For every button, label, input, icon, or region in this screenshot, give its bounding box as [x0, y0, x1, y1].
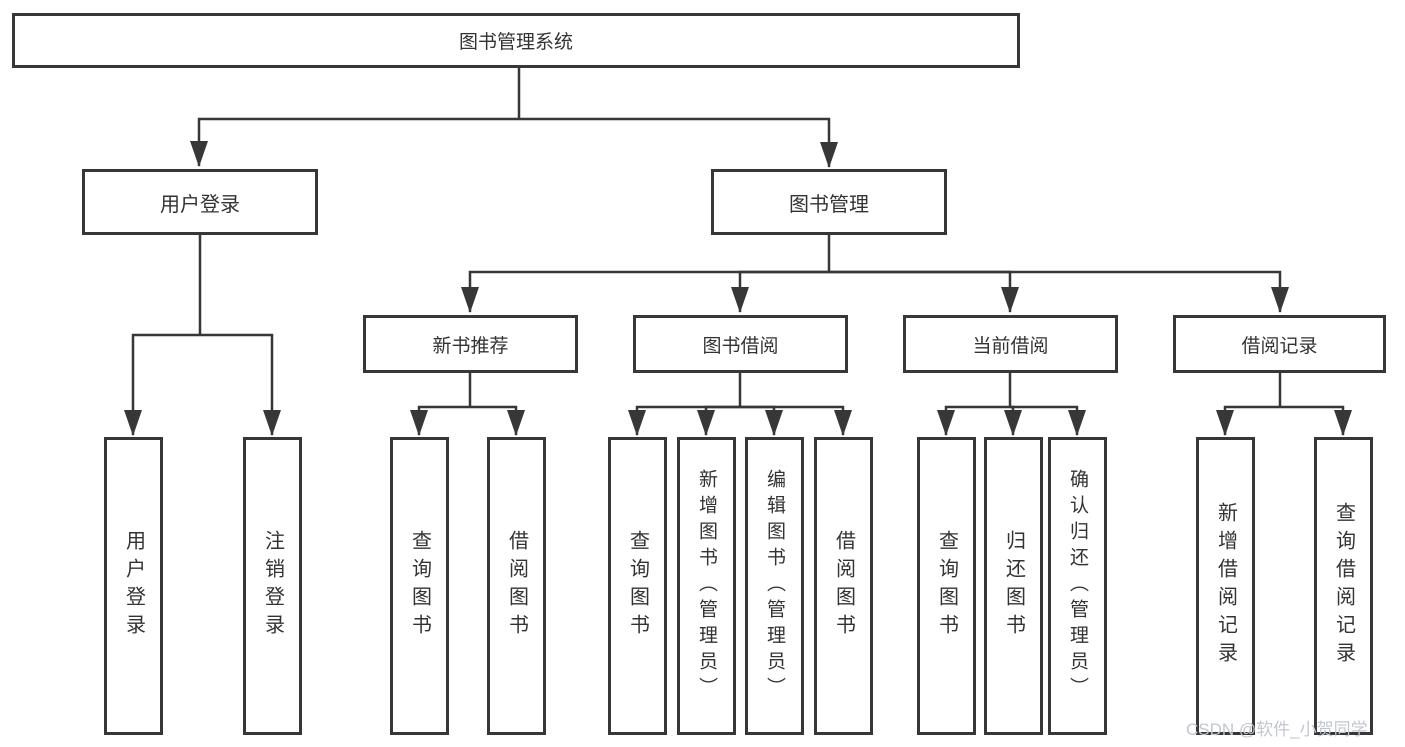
leaf-query-books-borrow: 查询图书: [608, 437, 667, 735]
leaf-edit-books-admin: 编辑图书（管理员）: [745, 437, 804, 735]
leaf-add-books-admin: 新增图书（管理员）: [677, 437, 736, 735]
node-book-management: 图书管理: [711, 169, 947, 235]
node-borrow-records-label: 借阅记录: [1241, 335, 1318, 357]
leaf-label: 查询图书: [935, 530, 958, 642]
node-current-borrowing-label: 当前借阅: [972, 335, 1049, 357]
node-root: 图书管理系统: [12, 13, 1020, 68]
leaf-label: 新增图书（管理员）: [696, 469, 717, 703]
node-book-borrowing: 图书借阅: [633, 315, 848, 373]
node-borrow-records: 借阅记录: [1173, 315, 1386, 373]
leaf-query-borrow-record: 查询借阅记录: [1314, 437, 1373, 735]
leaf-query-books-recommend: 查询图书: [390, 437, 449, 735]
node-book-borrowing-label: 图书借阅: [702, 335, 779, 357]
leaf-label: 确认归还（管理员）: [1067, 469, 1088, 703]
leaf-label: 新增借阅记录: [1214, 502, 1237, 670]
leaf-label: 查询借阅记录: [1332, 502, 1355, 670]
leaf-borrow-books-recommend: 借阅图书: [487, 437, 546, 735]
leaf-label: 借阅图书: [832, 530, 855, 642]
leaf-label: 查询图书: [626, 530, 649, 642]
leaf-label: 注销登录: [261, 530, 284, 642]
leaf-return-books: 归还图书: [984, 437, 1043, 735]
leaf-query-books-current: 查询图书: [917, 437, 976, 735]
leaf-label: 归还图书: [1002, 530, 1025, 642]
leaf-confirm-return-admin: 确认归还（管理员）: [1048, 437, 1107, 735]
node-root-label: 图书管理系统: [458, 32, 573, 53]
node-current-borrowing: 当前借阅: [903, 315, 1118, 373]
node-new-book-recommend: 新书推荐: [363, 315, 578, 373]
node-new-book-recommend-label: 新书推荐: [432, 335, 509, 357]
node-user-login: 用户登录: [82, 169, 318, 235]
node-book-management-label: 图书管理: [789, 193, 869, 216]
leaf-label: 编辑图书（管理员）: [764, 469, 785, 703]
leaf-logout: 注销登录: [243, 437, 302, 735]
leaf-label: 查询图书: [408, 530, 431, 642]
leaf-user-login: 用户登录: [104, 437, 163, 735]
leaf-label: 用户登录: [122, 530, 145, 642]
node-user-login-label: 用户登录: [160, 193, 240, 216]
watermark-text: CSDN @软件_小贺同学: [1186, 720, 1368, 739]
leaf-add-borrow-record: 新增借阅记录: [1196, 437, 1255, 735]
leaf-label: 借阅图书: [505, 530, 528, 642]
leaf-borrow-books: 借阅图书: [814, 437, 873, 735]
